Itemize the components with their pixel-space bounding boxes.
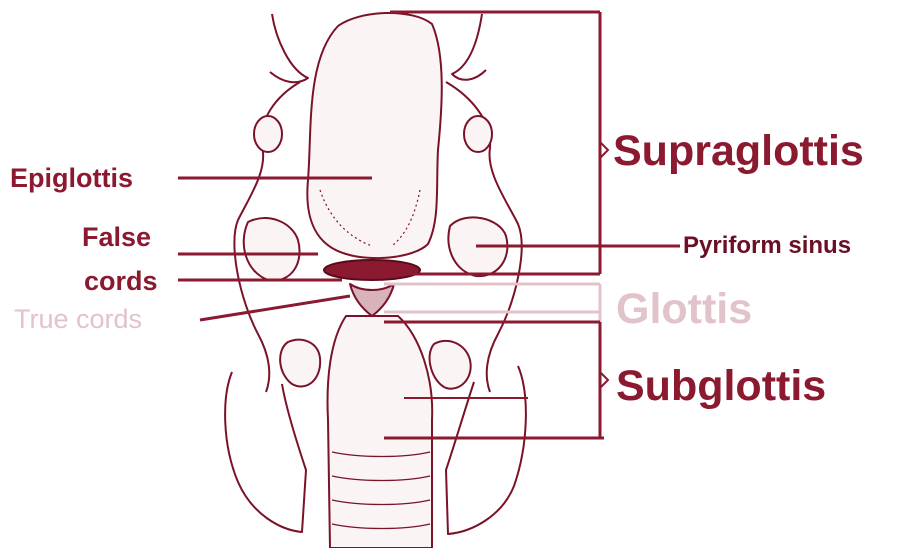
false-cords-label-line2: cords [84, 268, 158, 295]
glottis-label: Glottis [616, 288, 752, 331]
trachea-shape [328, 316, 433, 548]
right-lower-plate [430, 341, 471, 389]
false-cords-band [324, 260, 420, 280]
epiglottis-label: Epiglottis [10, 165, 133, 192]
true-cords-leader [200, 296, 350, 320]
supraglottis-label: Supraglottis [613, 130, 864, 173]
left-pyriform-lobe [244, 218, 300, 280]
left-lower-plate [280, 340, 320, 387]
subglottis-label: Subglottis [616, 365, 826, 408]
right-thyroid-plate [446, 366, 526, 534]
epiglottis-shape [307, 13, 441, 258]
left-thyroid-plate [225, 372, 306, 532]
false-cords-label-line1: False [82, 224, 151, 251]
true-cords-label: True cords [14, 306, 142, 333]
pyriform-sinus-label: Pyriform sinus [683, 234, 851, 258]
left-upper-horn [270, 14, 308, 82]
right-upper-horn [452, 14, 486, 80]
right-cuneiform [464, 116, 492, 152]
left-cuneiform [254, 116, 282, 152]
